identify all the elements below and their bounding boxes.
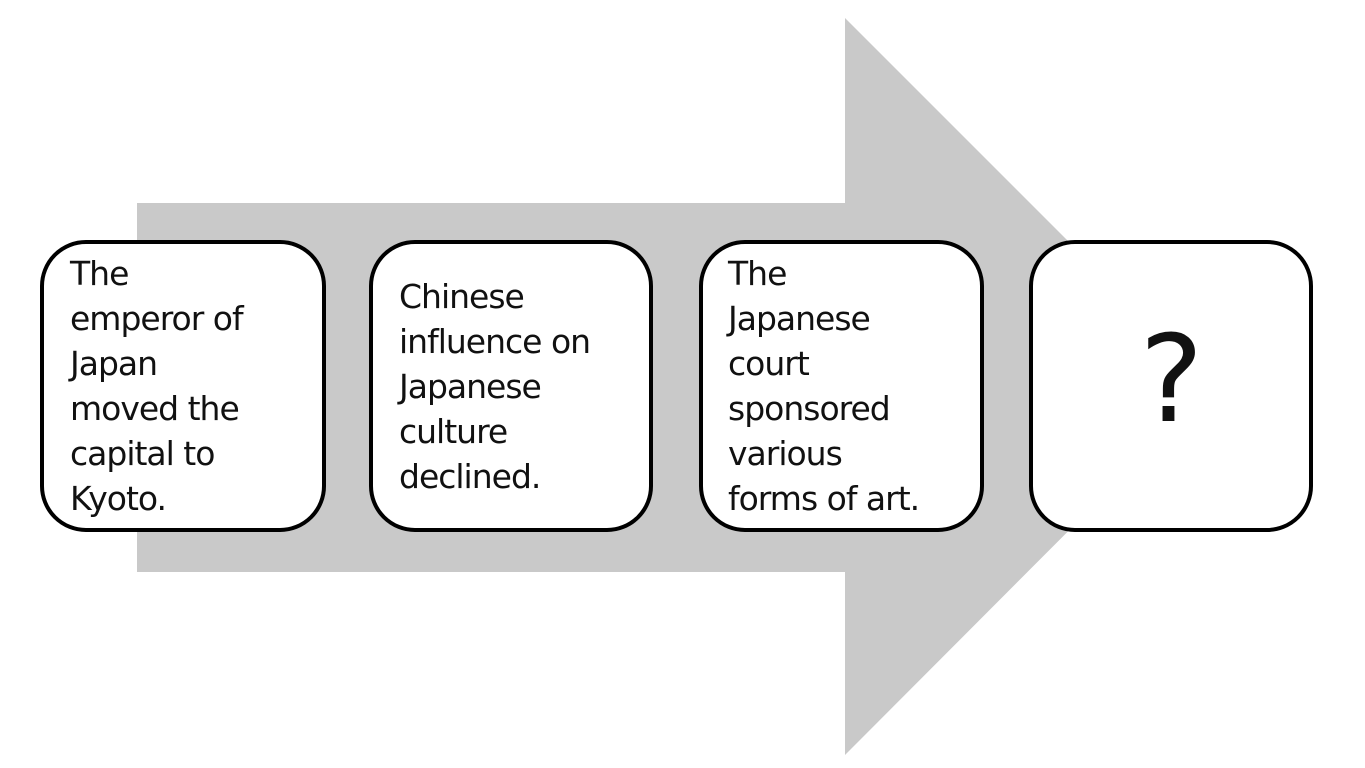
- arrow-body: [137, 18, 1213, 755]
- step-box-3: The Japanese court sponsored various for…: [699, 240, 984, 532]
- step-1-text: The emperor of Japan moved the capital t…: [70, 254, 244, 518]
- step-3-text: The Japanese court sponsored various for…: [728, 254, 920, 518]
- step-box-1: The emperor of Japan moved the capital t…: [40, 240, 326, 532]
- step-2-text: Chinese influence on Japanese culture de…: [399, 276, 591, 496]
- question-mark: ?: [1139, 311, 1204, 450]
- step-box-unknown: ?: [1029, 240, 1313, 532]
- step-box-2: Chinese influence on Japanese culture de…: [369, 240, 653, 532]
